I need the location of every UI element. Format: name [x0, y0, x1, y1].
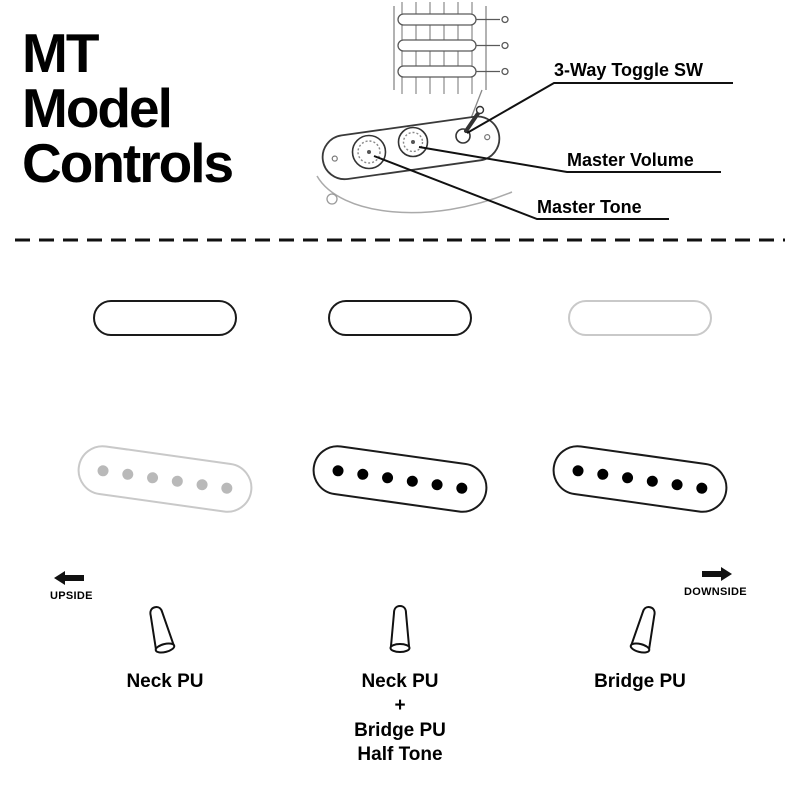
pole-piece-dot: [695, 481, 709, 494]
position-label: Bridge PU: [594, 671, 686, 692]
bridge-pickup-shape: [309, 441, 491, 517]
callout-master-tone: Master Tone: [537, 197, 642, 217]
toggle-lever-icon: [389, 604, 411, 653]
callout-toggle-switch: 3-Way Toggle SW: [554, 60, 704, 80]
downside-label: DOWNSIDE: [684, 586, 747, 598]
pole-piece-dot: [96, 464, 110, 477]
position-label: Neck PU: [126, 671, 204, 692]
pole-piece-dot: [381, 471, 394, 484]
leader-toggle-switch: [466, 82, 733, 134]
pole-piece-dot: [455, 481, 469, 494]
page-title: MT Model Controls: [22, 22, 234, 194]
callout-master-volume: Master Volume: [567, 150, 694, 170]
position-label: Neck PU + Bridge PU Half Tone: [354, 671, 446, 765]
neck-pickup-shape: [93, 300, 237, 336]
control-plate: [321, 115, 501, 181]
pole-piece-dot: [331, 464, 345, 477]
body-contour: [316, 175, 513, 214]
pole-piece-dot: [670, 478, 684, 491]
switch-position-3-column: Bridge PU: [530, 270, 750, 694]
pole-piece-dot: [195, 478, 209, 491]
neck-pickup-shape: [328, 300, 472, 336]
strings: [401, 2, 473, 94]
pole-piece-dot: [146, 471, 159, 484]
pole-piece-dot: [646, 474, 659, 487]
bridge-assembly: [393, 6, 509, 127]
toggle-lever-icon: [149, 606, 176, 654]
neck-pickup-shape: [568, 300, 712, 336]
switch-position-1-column: Neck PU: [55, 270, 275, 694]
master-tone-knob: [351, 134, 387, 170]
dashed-separator: [15, 238, 785, 242]
pole-piece-dot: [121, 467, 135, 480]
pole-piece-dot: [356, 467, 370, 480]
pole-piece-dot: [571, 464, 585, 477]
pole-piece-dot: [430, 478, 444, 491]
pole-piece-dot: [621, 471, 634, 484]
upside-label: UPSIDE: [50, 590, 93, 602]
pole-piece-dot: [220, 481, 234, 494]
left-arrow-icon: [54, 571, 84, 585]
master-volume-knob: [397, 126, 429, 158]
right-arrow-icon: [702, 567, 732, 581]
toggle-lever-icon: [629, 606, 656, 654]
switch-position-2-column: Neck PU + Bridge PU Half Tone: [290, 270, 510, 767]
bridge-pickup-shape: [549, 441, 731, 517]
bridge-pickup-shape: [74, 441, 256, 517]
pole-piece-dot: [596, 467, 610, 480]
pole-piece-dot: [406, 474, 419, 487]
toggle-switch: [455, 105, 485, 144]
pole-piece-dot: [171, 474, 184, 487]
